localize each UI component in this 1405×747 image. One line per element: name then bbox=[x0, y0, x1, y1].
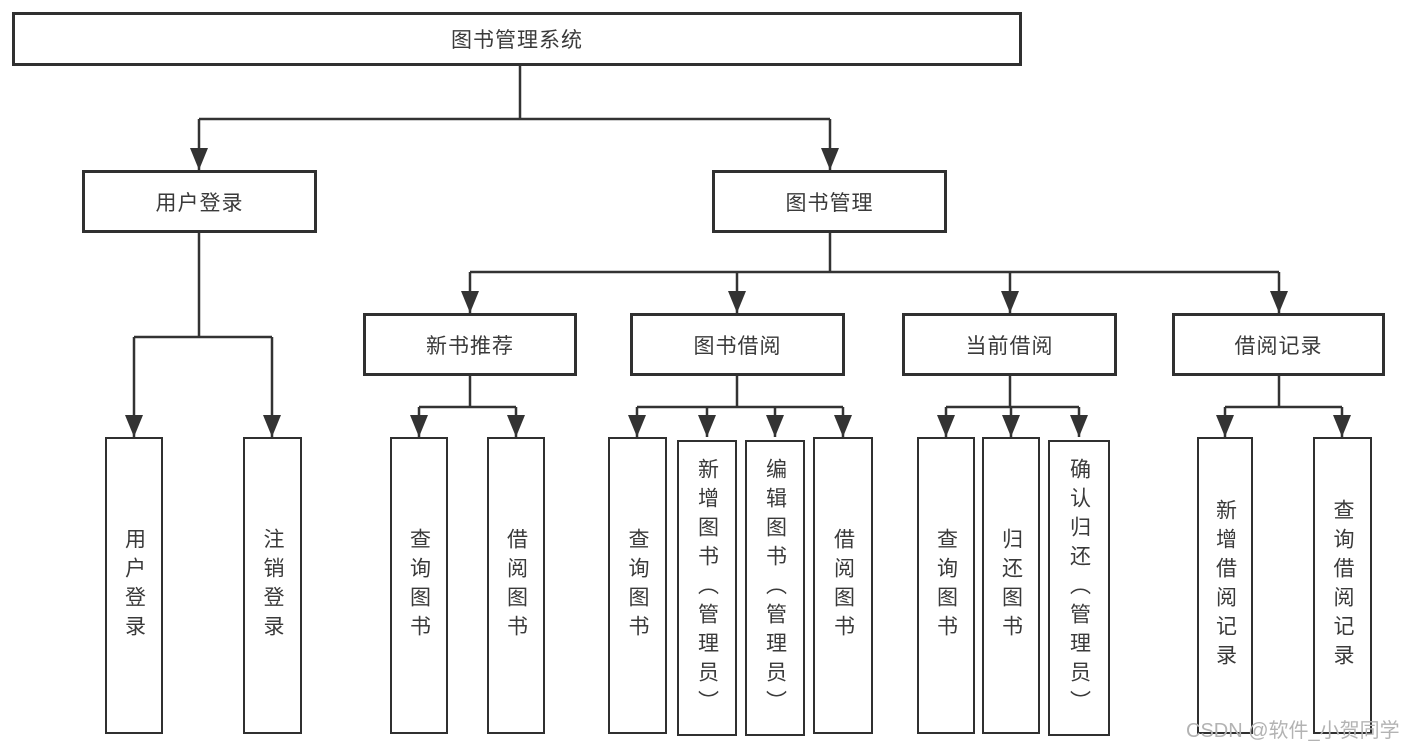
leaf-confirm-return-admin: 确认归还（管理员） bbox=[1048, 440, 1110, 736]
leaf-borrow-books-rec-label: 借阅图书 bbox=[504, 527, 528, 644]
leaf-return-books: 归还图书 bbox=[982, 437, 1040, 734]
node-book-borrow-label: 图书借阅 bbox=[693, 334, 782, 358]
leaf-user-login-label: 用户登录 bbox=[122, 527, 146, 644]
leaf-add-books-admin-label: 新增图书（管理员） bbox=[695, 457, 719, 719]
node-new-book-rec-label: 新书推荐 bbox=[426, 334, 514, 358]
node-current-borrow: 当前借阅 bbox=[902, 313, 1117, 376]
leaf-borrow-books-rec: 借阅图书 bbox=[487, 437, 545, 734]
leaf-logout-label: 注销登录 bbox=[261, 527, 285, 644]
node-book-mgmt: 图书管理 bbox=[712, 170, 947, 233]
leaf-add-borrow-record: 新增借阅记录 bbox=[1197, 437, 1253, 734]
leaf-add-books-admin: 新增图书（管理员） bbox=[677, 440, 737, 736]
leaf-query-books-rec-label: 查询图书 bbox=[407, 527, 431, 644]
node-book-mgmt-label: 图书管理 bbox=[785, 191, 874, 215]
leaf-confirm-return-admin-label: 确认归还（管理员） bbox=[1067, 457, 1091, 719]
node-new-book-rec: 新书推荐 bbox=[363, 313, 577, 376]
node-borrow-records-label: 借阅记录 bbox=[1234, 334, 1323, 358]
leaf-borrow-books-borrow-label: 借阅图书 bbox=[831, 527, 855, 644]
leaf-query-books-current: 查询图书 bbox=[917, 437, 975, 734]
leaf-return-books-label: 归还图书 bbox=[999, 527, 1023, 644]
leaf-query-borrow-record-label: 查询借阅记录 bbox=[1331, 498, 1355, 673]
leaf-query-borrow-record: 查询借阅记录 bbox=[1313, 437, 1372, 734]
leaf-query-books-borrow-label: 查询图书 bbox=[626, 527, 650, 644]
node-current-borrow-label: 当前借阅 bbox=[965, 334, 1054, 358]
leaf-edit-books-admin-label: 编辑图书（管理员） bbox=[763, 457, 787, 719]
watermark: CSDN @软件_小贺同学 bbox=[1186, 720, 1400, 742]
node-user-login: 用户登录 bbox=[82, 170, 317, 233]
node-book-borrow: 图书借阅 bbox=[630, 313, 845, 376]
node-borrow-records: 借阅记录 bbox=[1172, 313, 1385, 376]
leaf-borrow-books-borrow: 借阅图书 bbox=[813, 437, 873, 734]
leaf-query-books-rec: 查询图书 bbox=[390, 437, 448, 734]
leaf-logout: 注销登录 bbox=[243, 437, 302, 734]
node-root-label: 图书管理系统 bbox=[451, 29, 583, 52]
node-root: 图书管理系统 bbox=[12, 12, 1022, 66]
leaf-query-books-borrow: 查询图书 bbox=[608, 437, 667, 734]
leaf-add-borrow-record-label: 新增借阅记录 bbox=[1213, 498, 1237, 673]
leaf-user-login: 用户登录 bbox=[105, 437, 163, 734]
node-user-login-label: 用户登录 bbox=[155, 191, 244, 215]
leaf-edit-books-admin: 编辑图书（管理员） bbox=[745, 440, 805, 736]
leaf-query-books-current-label: 查询图书 bbox=[934, 527, 958, 644]
